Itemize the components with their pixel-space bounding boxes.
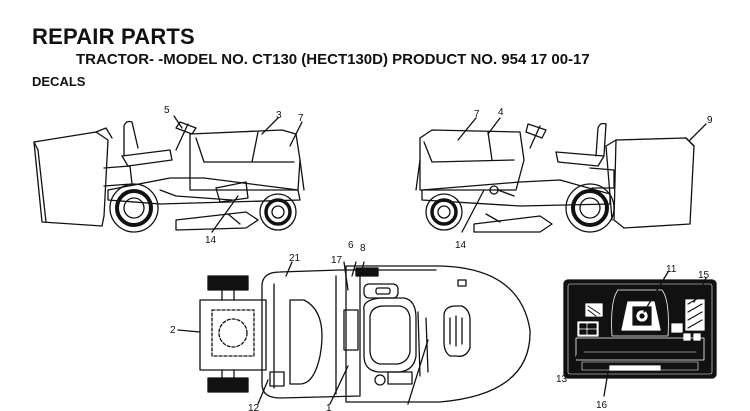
tractor-top-view [177,261,531,405]
callout-7-left: 7 [298,113,304,124]
callout-6: 6 [348,240,354,251]
callout-7-right: 7 [474,109,480,120]
callout-5: 5 [164,105,170,116]
page-title: REPAIR PARTS [32,24,195,49]
callout-4: 4 [498,107,504,118]
callout-14-left: 14 [205,235,217,246]
callout-17: 17 [331,255,343,266]
callout-2: 2 [170,325,176,336]
callout-13: 13 [556,374,568,385]
callout-14-right: 14 [455,240,467,251]
callout-15: 15 [698,270,710,281]
section-heading: DECALS [32,74,86,89]
tractor-right-view [415,117,707,233]
callout-11: 11 [666,264,677,275]
callout-3: 3 [276,110,282,121]
callout-8: 8 [360,243,366,254]
callout-9: 9 [707,115,713,126]
tractor-left-view [33,115,305,233]
callout-16: 16 [596,400,608,411]
callout-21: 21 [289,253,301,264]
model-line: TRACTOR- -MODEL NO. CT130 (HECT130D) PRO… [76,51,590,68]
callout-labels: 5 3 7 14 7 4 9 14 21 6 8 17 2 12 1 11 15… [164,105,713,411]
callout-12: 12 [248,403,260,411]
control-panel-view [563,271,717,397]
callout-1: 1 [326,403,332,411]
